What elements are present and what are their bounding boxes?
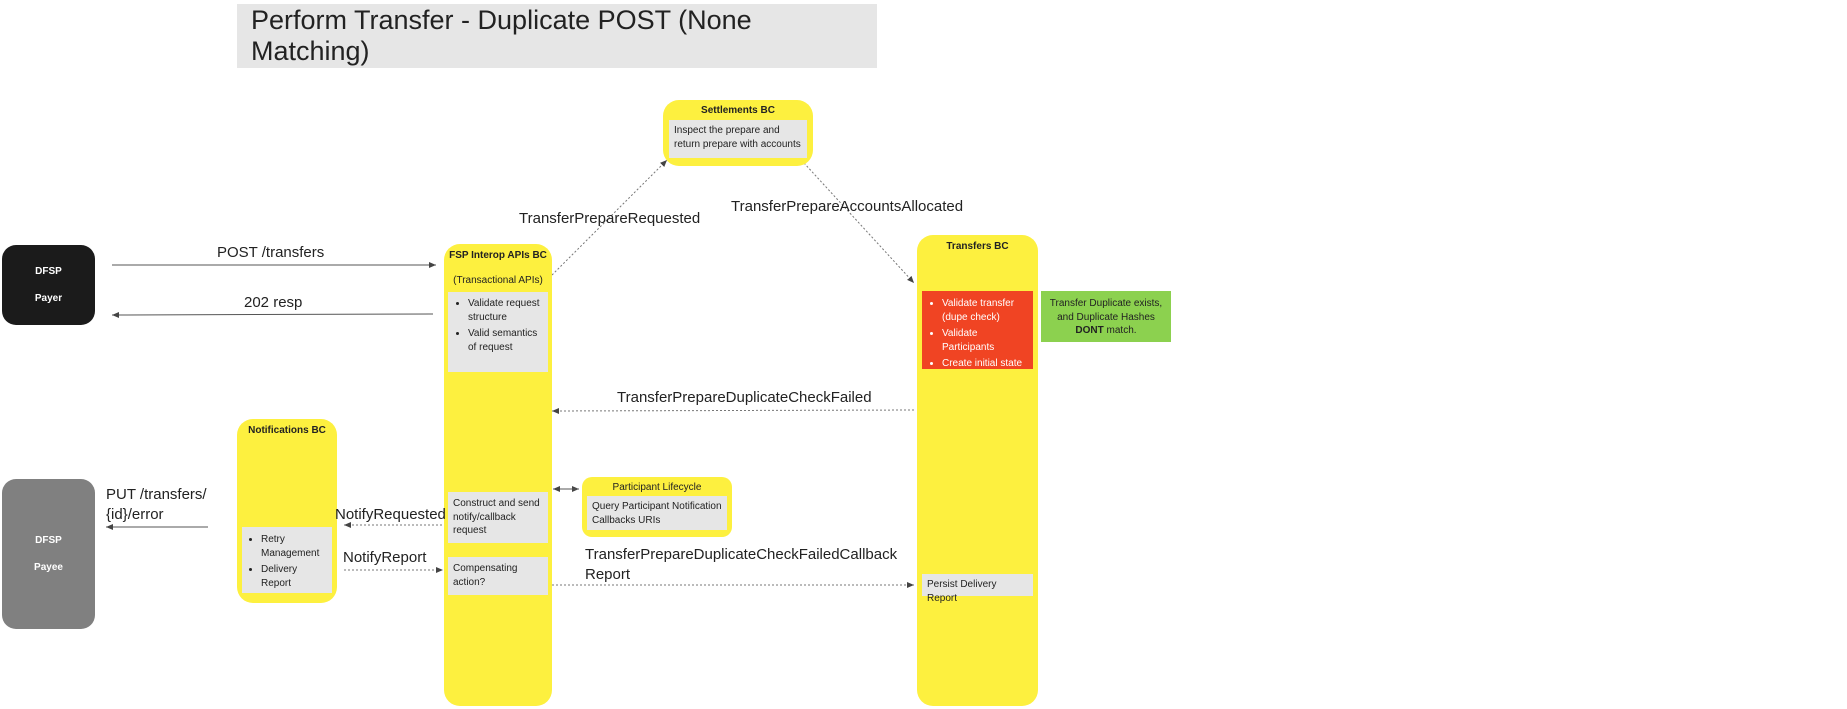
list-item: Valid semantics of request: [468, 327, 544, 354]
notifications-bc: Notifications BC Retry Management Delive…: [237, 419, 337, 603]
dup-check-failed-label: TransferPrepareDuplicateCheckFailed: [617, 389, 872, 406]
diagram-title: Perform Transfer - Duplicate POST (None …: [237, 4, 877, 68]
list-item: Delivery Report: [261, 563, 329, 590]
resp-202-arrow: [111, 311, 434, 318]
list-item: Validate request structure: [468, 297, 544, 324]
dfsp-payee-label: DFSP: [35, 535, 62, 546]
participant-lifecycle: Participant Lifecycle Query Participant …: [582, 477, 732, 537]
post-transfers-label: POST /transfers: [217, 244, 325, 261]
put-error-label-line1: PUT /transfers/: [106, 486, 207, 503]
list-item: Retry Management: [261, 533, 329, 560]
dfsp-payee-role: Payee: [34, 562, 63, 573]
duplicate-note-tail: match.: [1103, 325, 1137, 336]
settlements-bc-title: Settlements BC: [701, 105, 775, 116]
put-error-label-line2: {id}/error: [106, 506, 164, 523]
settlements-bc-step-text: Inspect the prepare and return prepare w…: [674, 125, 801, 150]
callback-report-label-line2: Report: [585, 566, 631, 583]
fsp-interop-construct-step: Construct and send notify/callback reque…: [448, 492, 548, 543]
fsp-interop-compensating-step: Compensating action?: [448, 557, 548, 595]
fsp-interop-compensating-text: Compensating action?: [453, 563, 518, 588]
list-item: Validate transfer (dupe check): [942, 297, 1029, 324]
participant-lifecycle-text: Query Participant Notification Callbacks…: [592, 501, 722, 526]
transfers-validate-step: Validate transfer (dupe check) Validate …: [922, 291, 1033, 369]
accounts-allocated-arrow: [803, 162, 915, 284]
callback-report-label-line1: TransferPrepareDuplicateCheckFailedCallb…: [585, 546, 898, 563]
settlements-bc-step: Inspect the prepare and return prepare w…: [669, 120, 807, 158]
prepare-requested-arrow: [551, 159, 668, 276]
accounts-allocated-label: TransferPrepareAccountsAllocated: [731, 198, 964, 215]
fsp-interop-construct-text: Construct and send notify/callback reque…: [453, 498, 540, 536]
fsp-interop-bc-subtitle: (Transactional APIs): [453, 275, 543, 286]
dfsp-payer-label: DFSP: [35, 266, 62, 277]
transfers-persist-text: Persist Delivery Report: [927, 579, 997, 604]
list-item: Create initial state: [942, 357, 1029, 371]
participant-lifecycle-step: Query Participant Notification Callbacks…: [587, 496, 727, 530]
transfers-bc-title: Transfers BC: [946, 241, 1009, 252]
dup-check-failed-arrow: [551, 407, 915, 414]
dfsp-payee-box: DFSP Payee: [2, 479, 95, 629]
diagram-title-text: Perform Transfer - Duplicate POST (None …: [251, 5, 752, 66]
notify-report-label: NotifyReport: [343, 549, 427, 566]
notify-requested-label: NotifyRequested: [335, 506, 446, 523]
duplicate-note-text: Transfer Duplicate exists, and Duplicate…: [1049, 298, 1163, 323]
duplicate-note-bold: DONT: [1075, 325, 1104, 336]
fsp-interop-bc: FSP Interop APIs BC (Transactional APIs)…: [444, 244, 552, 706]
dfsp-payer-role: Payer: [34, 293, 63, 304]
fsp-interop-validate-step: Validate request structure Valid semanti…: [448, 292, 548, 372]
duplicate-note: Transfer Duplicate exists, and Duplicate…: [1041, 291, 1171, 342]
transfers-bc: Transfers BC Validate transfer (dupe che…: [917, 235, 1038, 706]
notifications-step: Retry Management Delivery Report: [242, 527, 332, 593]
settlements-bc: Settlements BC Inspect the prepare and r…: [663, 100, 813, 166]
notifications-bc-title: Notifications BC: [248, 425, 326, 436]
transfers-persist-step: Persist Delivery Report: [922, 574, 1033, 604]
dfsp-payer-box: DFSP Payer: [2, 245, 95, 325]
prepare-requested-label: TransferPrepareRequested: [519, 210, 701, 227]
participant-lifecycle-title: Participant Lifecycle: [612, 482, 702, 493]
list-item: Validate Participants: [942, 327, 1029, 354]
resp-202-label: 202 resp: [244, 294, 303, 311]
fsp-interop-bc-title: FSP Interop APIs BC: [449, 250, 547, 261]
